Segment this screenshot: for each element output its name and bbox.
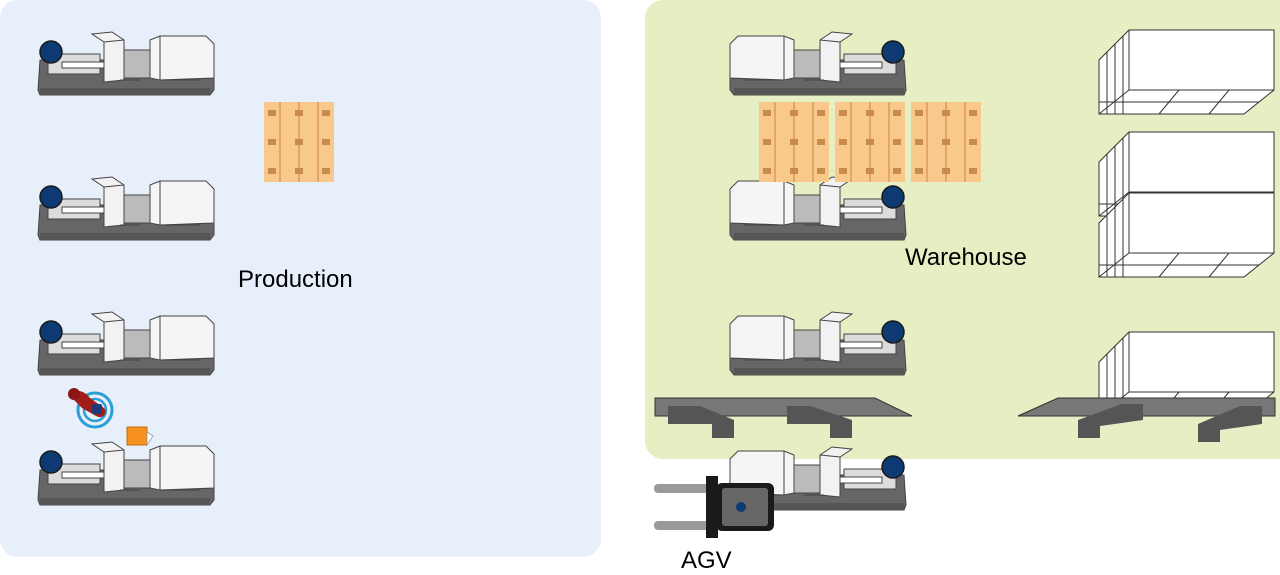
production-pallet [263, 101, 335, 183]
agv-label: AGV [681, 547, 732, 574]
machine-7 [37, 441, 215, 506]
box-stack-1 [1098, 29, 1275, 115]
workpiece-icon [126, 426, 154, 447]
machine-1 [37, 31, 215, 96]
worker-icon [68, 388, 114, 429]
rack-left [654, 397, 913, 438]
machine-2 [730, 32, 906, 95]
machine-3 [37, 176, 215, 241]
machine-5 [37, 311, 215, 376]
warehouse-pallet-3 [910, 101, 982, 183]
warehouse-label: Warehouse [905, 244, 1027, 271]
box-stack-3 [1098, 192, 1275, 278]
machine-4 [730, 177, 906, 240]
warehouse-pallet-1 [758, 101, 830, 183]
production-label: Production [238, 266, 353, 293]
rack-right [1017, 397, 1276, 442]
agv-forklift-icon [654, 476, 774, 538]
machine-6 [730, 312, 906, 375]
warehouse-pallet-2 [834, 101, 906, 183]
